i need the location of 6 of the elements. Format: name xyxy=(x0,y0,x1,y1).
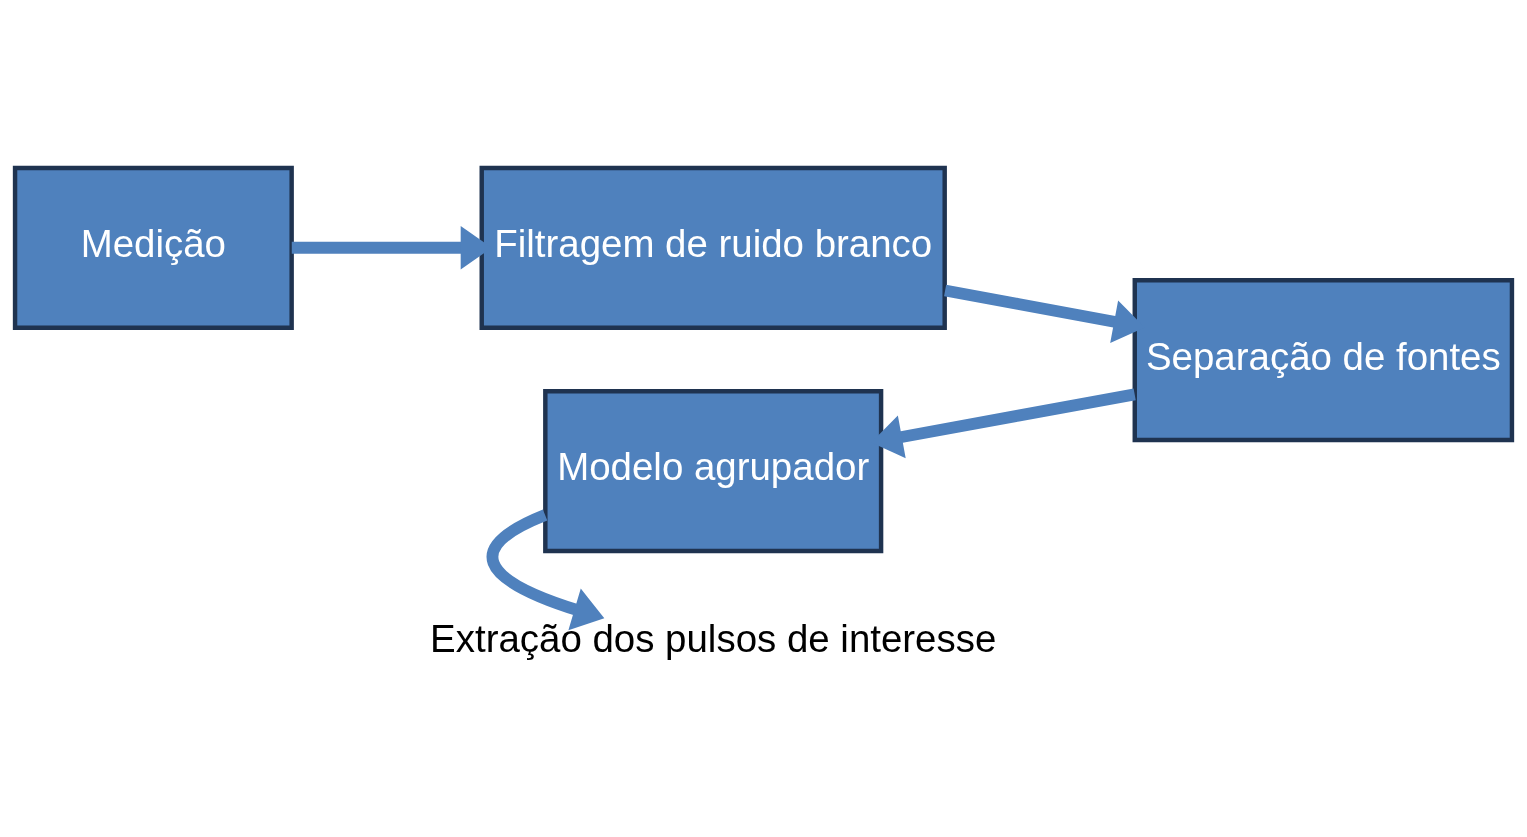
node-box: Medição xyxy=(12,165,294,330)
node-box: Separação de fontes xyxy=(1132,277,1515,442)
node-text: Extração dos pulsos de interesse xyxy=(430,616,997,660)
node-box: Modelo agrupador xyxy=(543,388,884,553)
node-box: Filtragem de ruido branco xyxy=(479,165,947,330)
arrow xyxy=(486,509,605,630)
